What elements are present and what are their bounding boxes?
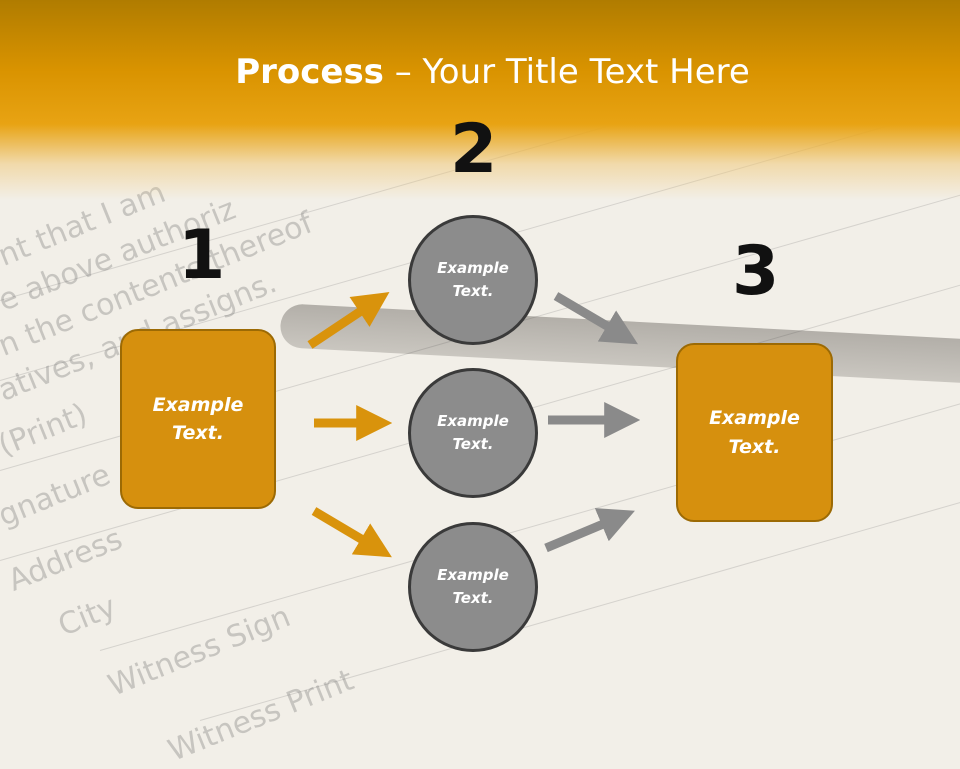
step-1-text-line2: Text. xyxy=(172,422,224,444)
step-3-box[interactable]: Example Text. xyxy=(676,343,833,522)
circle-middle-line2: Text. xyxy=(452,435,494,453)
slide-title-bold: Process xyxy=(235,52,384,92)
circle-bottom-line1: Example xyxy=(437,565,509,584)
circle-bottom-line2: Text. xyxy=(452,589,494,607)
circle-top-line2: Text. xyxy=(452,282,494,300)
step-3-text-line1: Example xyxy=(709,407,800,429)
slide-title-rest: – Your Title Text Here xyxy=(383,52,750,92)
circle-top-line1: Example xyxy=(437,258,509,277)
step-2-circle-middle[interactable]: Example Text. xyxy=(408,368,538,498)
header-band xyxy=(0,0,960,200)
connector-arrows xyxy=(307,292,641,558)
circle-middle-line1: Example xyxy=(437,411,509,430)
slide-title: Process – Your Title Text Here xyxy=(0,52,960,92)
step-2-circle-top[interactable]: Example Text. xyxy=(408,215,538,345)
arrow-top-to-right xyxy=(553,292,638,345)
step-2-circle-bottom[interactable]: Example Text. xyxy=(408,522,538,652)
step-1-box[interactable]: Example Text. xyxy=(120,329,276,509)
step-number-1: 1 xyxy=(178,216,226,295)
arrow-left-to-bottom xyxy=(311,507,392,558)
step-number-2: 2 xyxy=(450,110,498,189)
step-number-3: 3 xyxy=(732,232,780,311)
arrow-bottom-to-right xyxy=(544,508,635,553)
arrow-left-to-top xyxy=(307,292,390,349)
step-1-text-line1: Example xyxy=(152,393,244,416)
step-3-text-line2: Text. xyxy=(728,435,781,458)
